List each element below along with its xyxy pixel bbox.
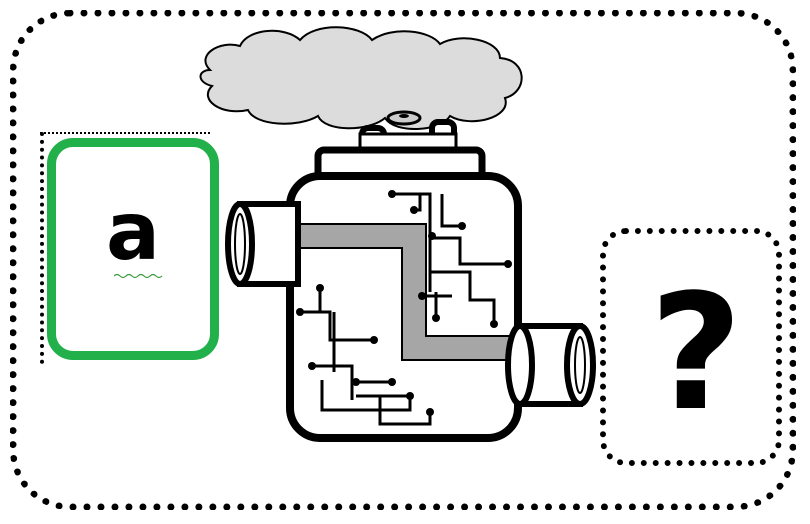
question-mark: ?: [649, 259, 743, 446]
dotted-outer-frame: [10, 10, 796, 510]
left-pipe-icon: [225, 201, 301, 287]
input-letter: a: [106, 185, 160, 278]
output-box: ?: [600, 228, 782, 466]
right-pipe-icon: [505, 323, 596, 407]
input-dotted-outline: [40, 132, 210, 364]
circuit-nodes: [296, 190, 512, 416]
circuit-lines: [300, 192, 508, 426]
input-box: a: [47, 138, 219, 360]
smoke-cloud-icon: [199, 26, 523, 130]
spellcheck-squiggle-icon: [114, 273, 163, 279]
